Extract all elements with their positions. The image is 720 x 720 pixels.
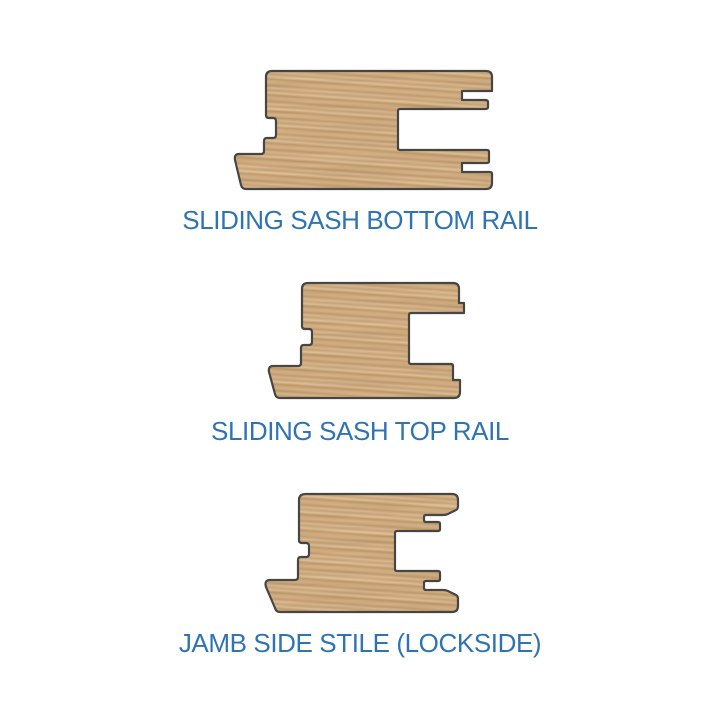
jamb-side-stile-label: JAMB SIDE STILE (LOCKSIDE) bbox=[178, 628, 542, 658]
bottom-rail-label: SLIDING SASH BOTTOM RAIL bbox=[182, 205, 538, 235]
top-rail-profile-image bbox=[267, 281, 466, 400]
jamb-side-stile-profile-image bbox=[264, 492, 460, 614]
bottom-rail-profile-image bbox=[233, 69, 494, 191]
top-rail-label: SLIDING SASH TOP RAIL bbox=[211, 416, 509, 446]
